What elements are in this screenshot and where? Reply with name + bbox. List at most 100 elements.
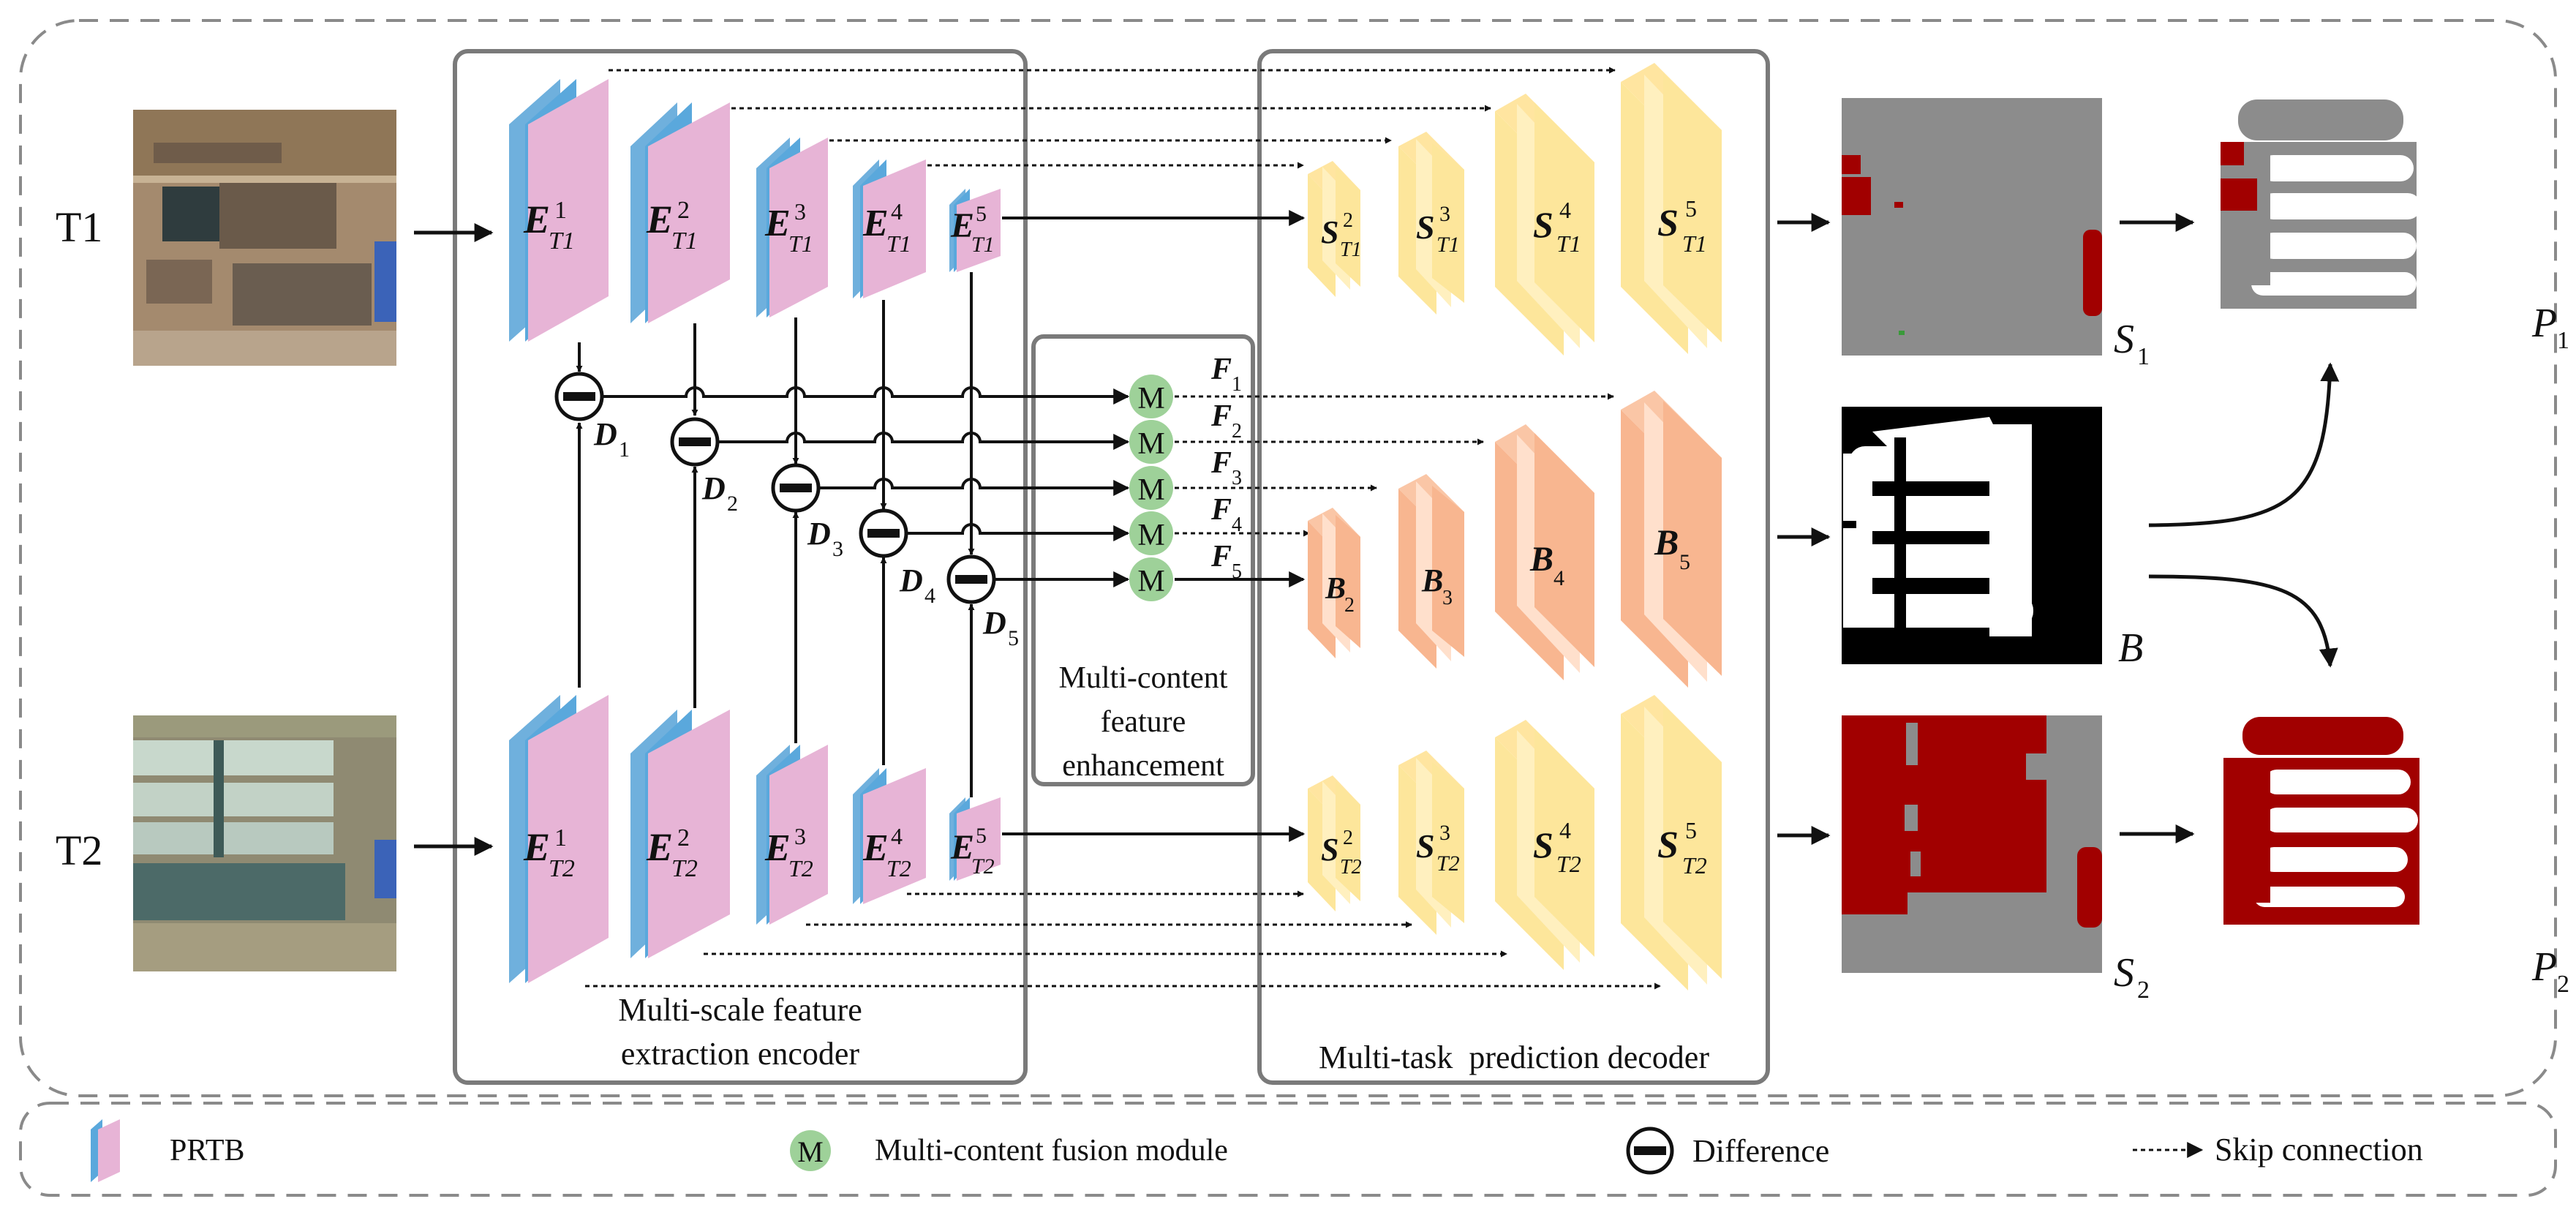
svg-text:3: 3 <box>1232 467 1242 489</box>
fusion-module-m1: M <box>1129 375 1173 418</box>
e3-t2-sup: 3 <box>794 823 806 849</box>
svg-text:F: F <box>1210 353 1232 386</box>
feature-label-f4: F 4 <box>1210 493 1242 536</box>
difference-icon-d1 <box>554 372 604 421</box>
p1-mask-image <box>2221 97 2431 309</box>
svg-text:D: D <box>982 605 1006 641</box>
decoder-block-s2-t2: S 2 T2 <box>1308 775 1362 911</box>
svg-text:4: 4 <box>924 584 935 608</box>
svg-text:P: P <box>2531 301 2557 346</box>
fusion-module-m5: M <box>1129 557 1173 601</box>
feature-label-f5: F 5 <box>1210 540 1242 583</box>
decoder-block-s5-t1: S 5 T1 <box>1621 63 1722 354</box>
svg-text:M: M <box>1137 382 1164 416</box>
difference-icon-d4 <box>859 508 908 558</box>
e2-t2-sub: T2 <box>671 855 698 882</box>
difference-icon-d3 <box>771 463 821 513</box>
svg-text:B: B <box>1325 572 1346 606</box>
b-to-p1-arrow <box>2148 362 2340 527</box>
difference-icon-d2 <box>670 417 720 467</box>
svg-text:5: 5 <box>1685 195 1697 222</box>
e1-t2-base: E <box>523 825 550 869</box>
svg-text:T1: T1 <box>1682 230 1707 257</box>
s2-mask-image <box>1842 715 2102 973</box>
e5-t1-sub: T1 <box>971 233 995 257</box>
svg-text:F: F <box>1210 540 1232 574</box>
svg-text:S: S <box>1657 824 1679 866</box>
svg-text:1: 1 <box>619 437 630 462</box>
e5-t1-base: E <box>950 206 974 245</box>
svg-text:3: 3 <box>1439 202 1450 226</box>
svg-text:P: P <box>2531 944 2557 990</box>
svg-text:D: D <box>807 516 831 552</box>
decoder-block-b2: B 2 <box>1308 508 1360 658</box>
decoder-block-b4: B 4 <box>1495 424 1594 680</box>
enhancement-title-line2: feature <box>1101 705 1186 739</box>
svg-text:M: M <box>797 1135 824 1168</box>
svg-text:S: S <box>1657 203 1679 244</box>
svg-text:2: 2 <box>2557 971 2569 998</box>
difference-to-fusion-arrows <box>602 386 1130 587</box>
svg-text:1: 1 <box>2137 343 2150 370</box>
feature-label-f2: F 2 <box>1210 399 1242 443</box>
difference-icon-d5 <box>946 554 996 604</box>
svg-text:1: 1 <box>1232 373 1242 396</box>
feature-label-f1: F 1 <box>1210 353 1242 396</box>
t2-label: T2 <box>56 827 102 874</box>
e1-t1-sup: 1 <box>554 197 567 224</box>
svg-text:T2: T2 <box>1556 851 1581 877</box>
s1-mask-image <box>1842 98 2102 356</box>
e3-t2-sub: T2 <box>788 855 813 881</box>
svg-text:B: B <box>1421 563 1443 598</box>
e3-t1-sub: T1 <box>788 230 813 257</box>
difference-label-d2: D 2 <box>701 470 738 516</box>
legend-difference-label: Difference <box>1692 1133 1829 1169</box>
e5-t2-sup: 5 <box>976 824 987 848</box>
decoder-block-b3: B 3 <box>1398 474 1464 669</box>
skip-connections-t1 <box>609 67 1616 169</box>
decoder-frame <box>1257 49 1770 1085</box>
e4-t2-sup: 4 <box>891 823 903 849</box>
decoder-title: Multi-task prediction decoder <box>1319 1039 1709 1075</box>
svg-text:T2: T2 <box>1436 851 1460 876</box>
enhancement-frame <box>1031 334 1255 786</box>
outer-dashed-frame <box>19 19 2557 1097</box>
difference-label-d3: D 3 <box>807 516 843 561</box>
svg-text:S: S <box>1416 208 1435 246</box>
b-to-p2-arrow <box>2148 574 2338 668</box>
encoder-block-e1-t1: E 1 T1 <box>509 79 609 342</box>
t1-label: T1 <box>56 203 102 251</box>
svg-text:F: F <box>1210 399 1232 433</box>
decoder-block-s5-t2: S 5 T2 <box>1621 695 1722 990</box>
encoder-block-e4-t1: E 4 T1 <box>853 159 926 298</box>
svg-text:S: S <box>1321 214 1338 250</box>
b-label: B <box>2118 625 2143 671</box>
fusion-to-decoder-arrows <box>1175 393 1614 587</box>
e3-t1-sup: 3 <box>794 198 806 225</box>
e2-t2-base: E <box>646 825 673 869</box>
svg-text:D: D <box>593 416 617 452</box>
difference-label-d4: D 4 <box>899 563 935 608</box>
encoder-block-e2-t1: E 2 T1 <box>630 102 730 323</box>
e4-t1-sub: T1 <box>886 230 911 257</box>
svg-text:4: 4 <box>1559 817 1571 843</box>
difference-label-d5: D 5 <box>982 605 1019 650</box>
legend-prtb-label: PRTB <box>170 1134 245 1167</box>
e2-t2-sup: 2 <box>677 824 690 851</box>
s2-label: S 2 <box>2114 950 2150 1004</box>
encoder-block-e2-t2: E 2 T2 <box>630 710 730 958</box>
svg-text:T2: T2 <box>1682 852 1707 879</box>
encoder-frame <box>453 49 1028 1085</box>
e3-t2-base: E <box>764 827 791 869</box>
svg-text:B: B <box>1529 540 1553 579</box>
encoder-title-line1: Multi-scale feature <box>618 992 862 1028</box>
svg-text:D: D <box>701 470 726 506</box>
e5-t2-sub: T2 <box>971 854 995 879</box>
svg-text:4: 4 <box>1553 566 1564 590</box>
svg-text:M: M <box>1137 473 1164 507</box>
svg-text:4: 4 <box>1232 514 1242 536</box>
e5-t2-base: E <box>950 828 974 867</box>
decoder-block-s3-t1: S 3 T1 <box>1398 132 1464 315</box>
svg-text:3: 3 <box>832 537 843 561</box>
b-mask-image <box>1842 407 2102 664</box>
